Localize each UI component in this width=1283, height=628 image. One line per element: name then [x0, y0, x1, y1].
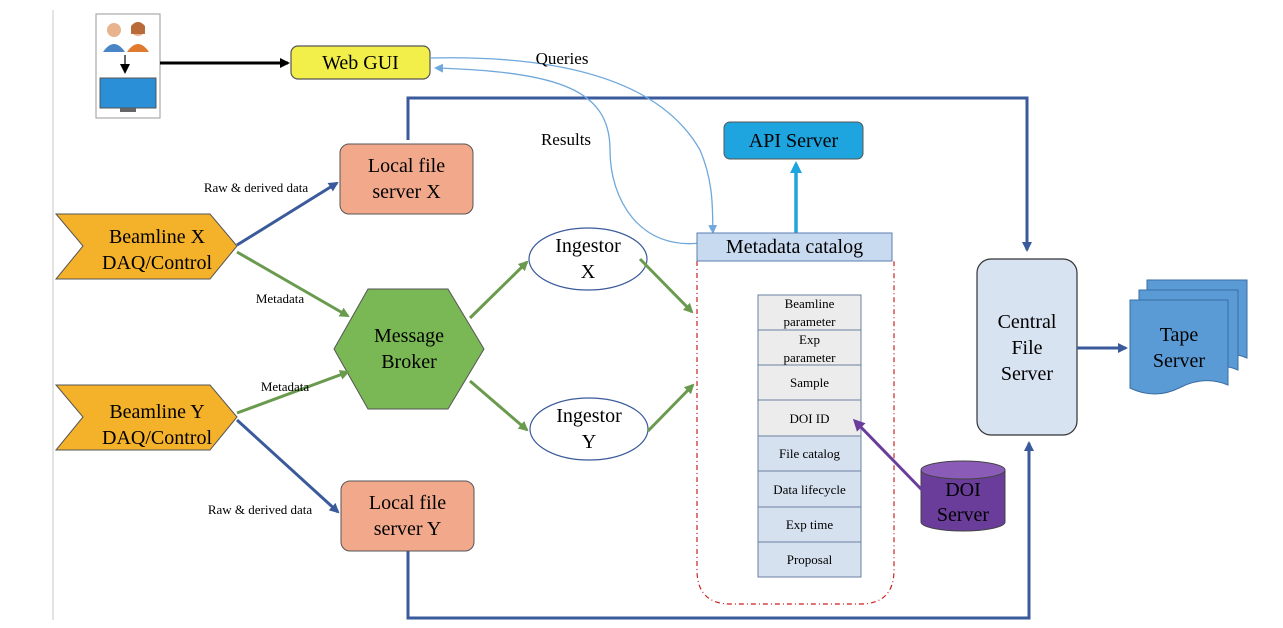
- tape-server-node[interactable]: Tape Server: [1129, 279, 1248, 395]
- catalog-item-1-line2: parameter: [784, 314, 837, 329]
- local-file-server-x-node[interactable]: Local file server X: [339, 143, 474, 215]
- metadata-y-label: Metadata: [261, 379, 310, 394]
- edge-beamline-y-to-local-y: [235, 418, 340, 514]
- edge-broker-to-ingestor-x: [468, 260, 529, 320]
- message-broker-node[interactable]: Message Broker: [333, 288, 485, 410]
- web-gui-label: Web GUI: [322, 52, 399, 74]
- catalog-item-8: Proposal: [787, 552, 833, 567]
- catalog-item-4: DOI ID: [789, 411, 829, 426]
- catalog-item[interactable]: Proposal: [757, 541, 862, 578]
- ingestor-y-node[interactable]: Ingestor Y: [529, 397, 649, 461]
- broker-line1: Message: [374, 325, 444, 347]
- api-server-node[interactable]: API Server: [723, 121, 864, 160]
- tape-line2: Server: [1153, 350, 1206, 372]
- catalog-item-5: File catalog: [779, 446, 841, 461]
- beamline-x-line1: Beamline X: [109, 226, 206, 248]
- catalog-item-3: Sample: [790, 375, 829, 390]
- raw-derived-x-label: Raw & derived data: [204, 180, 309, 195]
- web-gui-node[interactable]: Web GUI: [290, 45, 431, 80]
- edge-beamline-x-to-broker: [236, 250, 350, 318]
- central-file-server-node[interactable]: Central File Server: [976, 258, 1078, 436]
- ingestor-x-node[interactable]: Ingestor X: [528, 227, 648, 291]
- raw-derived-y-label: Raw & derived data: [208, 502, 313, 517]
- catalog-item-7: Exp time: [786, 517, 834, 532]
- edge-queries: [429, 57, 718, 234]
- central-line2: File: [1011, 337, 1042, 359]
- edge-broker-to-ingestor-y: [469, 379, 529, 432]
- beamline-y-line1: Beamline Y: [109, 401, 204, 423]
- metadata-x-label: Metadata: [256, 291, 305, 306]
- beamline-x-node[interactable]: Beamline X DAQ/Control: [54, 213, 238, 280]
- beamline-y-node[interactable]: Beamline Y DAQ/Control: [54, 384, 238, 451]
- edge-doi-to-catalog: [852, 418, 924, 492]
- users-workstation-icon: [95, 13, 161, 119]
- doi-line2: Server: [937, 504, 990, 526]
- doi-line1: DOI: [945, 479, 981, 501]
- edge-beamline-y-to-broker: [236, 370, 350, 415]
- local-y-line2: server Y: [374, 518, 442, 540]
- catalog-items: Beamline parameter Exp parameter Sample …: [757, 294, 862, 578]
- metadata-catalog-node[interactable]: Metadata catalog: [696, 232, 895, 605]
- broker-line2: Broker: [381, 351, 437, 373]
- edge-local-y-to-central: [406, 441, 1034, 620]
- queries-label: Queries: [536, 49, 589, 68]
- catalog-item[interactable]: Beamline parameter: [757, 294, 862, 331]
- catalog-item[interactable]: File catalog: [757, 435, 862, 472]
- local-file-server-y-node[interactable]: Local file server Y: [340, 480, 475, 552]
- catalog-item[interactable]: Exp time: [757, 506, 862, 543]
- edge-ingestor-x-to-catalog: [638, 257, 694, 314]
- edge-beamline-x-to-local-x: [236, 181, 339, 247]
- central-line3: Server: [1001, 363, 1054, 385]
- catalog-item-6: Data lifecycle: [773, 482, 846, 497]
- catalog-item[interactable]: DOI ID: [757, 399, 862, 437]
- local-x-line2: server X: [372, 181, 441, 203]
- tape-line1: Tape: [1160, 324, 1199, 346]
- api-server-label: API Server: [749, 130, 839, 152]
- local-x-line1: Local file: [368, 155, 445, 177]
- catalog-item-2-line1: Exp: [799, 332, 820, 347]
- central-line1: Central: [998, 311, 1057, 333]
- beamline-x-line2: DAQ/Control: [102, 252, 212, 274]
- ingestor-x-line1: Ingestor: [555, 235, 621, 257]
- catalog-item-2-line2: parameter: [784, 350, 837, 365]
- beamline-y-line2: DAQ/Control: [102, 427, 212, 449]
- local-y-line1: Local file: [369, 492, 446, 514]
- ingestor-y-line1: Ingestor: [556, 405, 622, 427]
- edge-ingestor-y-to-catalog: [646, 383, 695, 433]
- results-label: Results: [541, 130, 591, 149]
- edge-local-x-to-central: [406, 96, 1032, 252]
- doi-server-node[interactable]: DOI Server: [920, 460, 1006, 532]
- ingestor-y-line2: Y: [582, 431, 596, 453]
- catalog-item[interactable]: Sample: [757, 364, 862, 401]
- catalog-title: Metadata catalog: [726, 236, 863, 258]
- catalog-item[interactable]: Data lifecycle: [757, 470, 862, 508]
- catalog-item[interactable]: Exp parameter: [757, 329, 862, 366]
- edge-results: [434, 63, 701, 245]
- catalog-item-1-line1: Beamline: [785, 296, 835, 311]
- ingestor-x-line2: X: [581, 261, 596, 283]
